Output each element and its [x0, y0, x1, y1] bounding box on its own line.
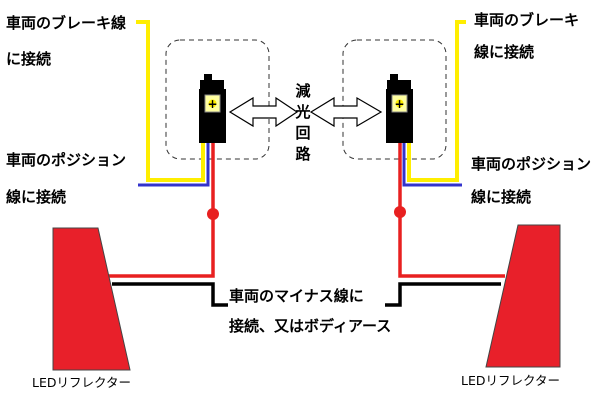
right-double-arrow [309, 96, 383, 128]
right-supply-wire [398, 142, 505, 278]
ground-label-line1: 車両のマイナス線に [229, 287, 364, 305]
right-ground-wire [385, 282, 501, 307]
dimming-char: 光 [295, 103, 311, 121]
left-position-label-line2: 線に接続 [6, 188, 67, 206]
left-reflector-label: LEDリフレクター [32, 375, 131, 390]
right-position-label-line1: 車両のポジション [471, 155, 592, 173]
right-position-wire [402, 142, 462, 187]
right-position-label-line2: 線に接続 [471, 188, 532, 206]
left-ground-wire [112, 282, 228, 307]
left-junction-dot [207, 208, 219, 220]
left-position-label-line1: 車両のポジション [6, 151, 127, 169]
left-brake-wire [136, 20, 205, 182]
right-led-reflector [485, 224, 561, 368]
left-position-wire [138, 142, 210, 187]
left-double-arrow [228, 96, 299, 128]
left-led-module [199, 74, 226, 143]
ground-label-line2: 接続、又はボディアース [229, 317, 392, 335]
right-junction-dot [394, 206, 406, 218]
left-led-reflector [52, 227, 131, 371]
left-brake-label-line1: 車両のブレーキ線 [6, 14, 127, 32]
right-brake-label-line1: 車両のブレーキ [474, 11, 580, 29]
left-led-symbol: + [207, 97, 217, 111]
dimming-circuit-label: 減 光 回 路 [291, 81, 315, 165]
dimming-char: 路 [295, 145, 311, 163]
right-brake-wire [407, 20, 466, 182]
left-enclosure-box [165, 39, 270, 160]
left-supply-wire [108, 142, 215, 278]
right-reflector-label: LEDリフレクター [461, 373, 560, 388]
right-led-symbol: + [394, 97, 404, 111]
dimming-char: 減 [295, 82, 311, 100]
left-brake-label-line2: に接続 [6, 50, 52, 68]
dimming-char: 回 [295, 124, 311, 142]
right-brake-label-line2: 線に接続 [474, 43, 535, 61]
right-enclosure-box [342, 39, 447, 160]
right-led-module [386, 74, 413, 143]
